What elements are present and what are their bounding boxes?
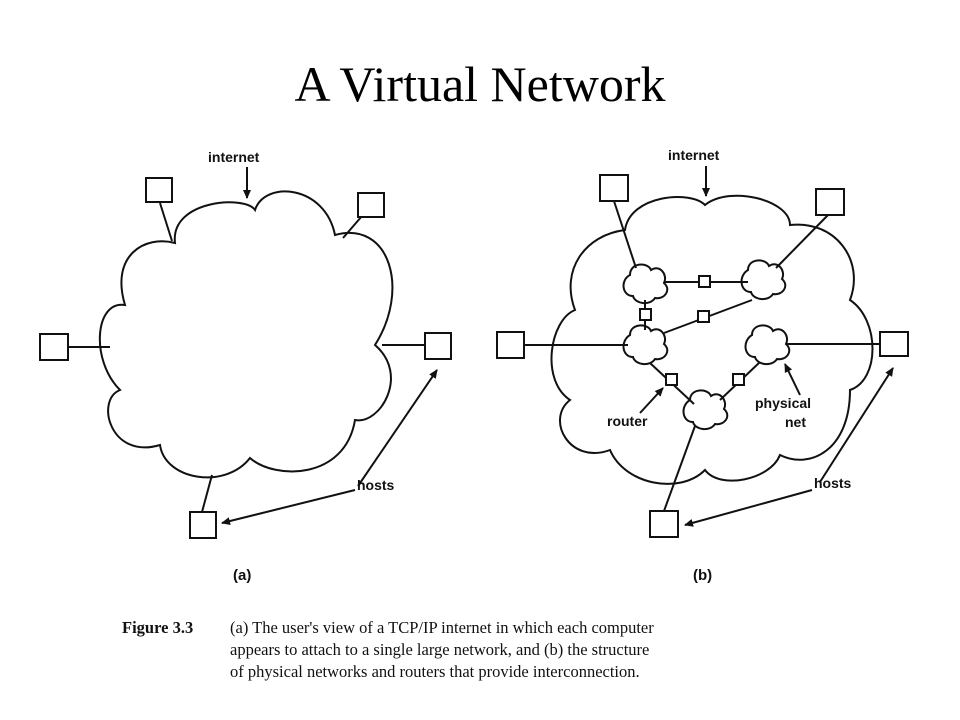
sub-label-a: (a) bbox=[233, 567, 251, 584]
router-4 bbox=[665, 373, 678, 386]
panel-b: internet router physical net hosts (b) bbox=[496, 147, 909, 584]
host-b-top-left bbox=[599, 174, 637, 269]
physical-net-3 bbox=[622, 324, 669, 365]
physical-net-label-2: net bbox=[785, 414, 806, 430]
hosts-arrow-b-2 bbox=[684, 489, 813, 527]
host-a-top-right bbox=[342, 192, 385, 239]
host-a-bottom bbox=[189, 474, 217, 539]
caption-figure-number: Figure 3.3 bbox=[122, 618, 194, 637]
hosts-arrow-a-1 bbox=[357, 369, 438, 487]
internet-cloud-a bbox=[99, 190, 394, 479]
caption-line-3: of physical networks and routers that pr… bbox=[230, 662, 640, 681]
slide-title: A Virtual Network bbox=[294, 56, 666, 112]
caption-line-2: appears to attach to a single large netw… bbox=[230, 640, 650, 659]
physical-net-arrow bbox=[784, 363, 801, 396]
hosts-label-a: hosts bbox=[357, 477, 395, 493]
routers bbox=[639, 275, 745, 386]
host-b-top-right bbox=[775, 188, 845, 269]
sub-label-b: (b) bbox=[693, 567, 712, 584]
physical-net-1 bbox=[622, 263, 669, 304]
caption-line-1: (a) The user's view of a TCP/IP internet… bbox=[230, 618, 654, 637]
host-a-right bbox=[382, 332, 452, 360]
physical-net-5 bbox=[682, 389, 729, 430]
router-label: router bbox=[607, 413, 648, 429]
router-5 bbox=[732, 373, 745, 386]
hosts-arrow-a-2 bbox=[221, 489, 356, 525]
router-3 bbox=[697, 310, 710, 323]
internet-cloud-b bbox=[550, 194, 874, 485]
internet-label-a: internet bbox=[208, 149, 260, 165]
physical-net-label-1: physical bbox=[755, 395, 811, 411]
panel-a: internet hosts (a) bbox=[39, 149, 452, 584]
host-b-bottom bbox=[649, 425, 696, 538]
host-b-left bbox=[496, 331, 628, 359]
host-b-right bbox=[786, 331, 909, 357]
host-a-left bbox=[39, 333, 110, 361]
router-arrow bbox=[639, 387, 664, 414]
host-a-top-left bbox=[145, 177, 173, 242]
physical-net-4 bbox=[744, 324, 791, 365]
hosts-label-b: hosts bbox=[814, 475, 852, 491]
physical-net-2 bbox=[740, 259, 787, 300]
internet-label-b: internet bbox=[668, 147, 720, 163]
router-1 bbox=[698, 275, 711, 288]
hosts-arrow-b-1 bbox=[819, 367, 894, 483]
router-2 bbox=[639, 308, 652, 321]
